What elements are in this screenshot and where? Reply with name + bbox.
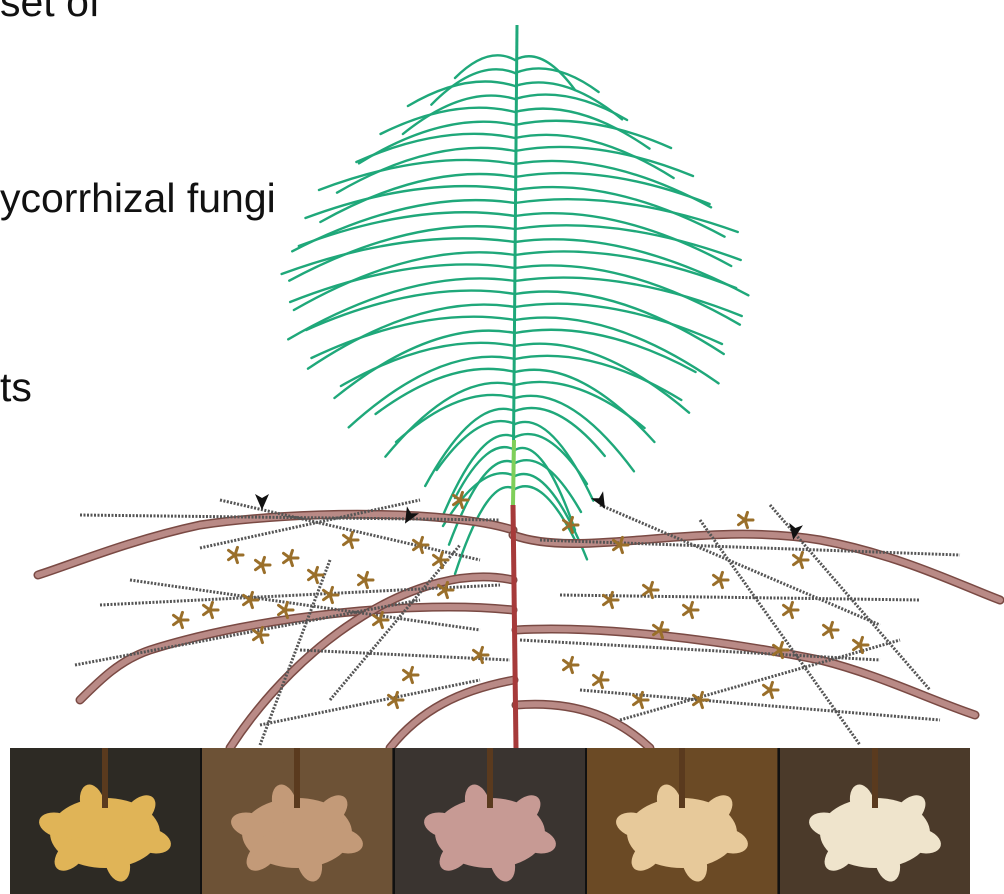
needle (282, 238, 515, 274)
photo-5 (780, 748, 970, 894)
mycorrhiza-cluster (564, 657, 578, 672)
needle (381, 108, 515, 134)
lateral-root (80, 607, 513, 700)
needle (408, 82, 515, 107)
needle (403, 96, 515, 134)
hypha (700, 520, 860, 745)
needle (515, 239, 748, 295)
mycorrhiza-cluster (256, 557, 270, 572)
needle (515, 344, 689, 413)
needle (515, 109, 649, 149)
mycorrhiza-cluster (784, 602, 798, 617)
mycorrhiza-cluster (739, 512, 753, 527)
seedling-foliage (282, 25, 749, 574)
needle (359, 122, 515, 164)
arrowhead (255, 494, 269, 510)
lateral-root (230, 577, 513, 748)
hypha (220, 500, 480, 560)
needle (311, 317, 515, 358)
stem (513, 25, 517, 505)
needle (515, 135, 674, 178)
pine-seedling-illustration (0, 0, 1004, 750)
mycorrhiza-cluster (244, 592, 258, 607)
needle (334, 331, 515, 398)
needle (437, 421, 515, 470)
mycorrhiza-cluster (684, 602, 698, 617)
needle (515, 95, 627, 120)
mycorrhiza-photo-strip (10, 748, 970, 894)
needle (515, 318, 719, 384)
lateral-root (516, 704, 650, 748)
root-tip-photo-5 (780, 748, 970, 894)
needle (341, 343, 515, 386)
photo-4 (587, 748, 777, 894)
mycorrhiza-cluster (594, 672, 608, 687)
photo-3 (395, 748, 585, 894)
mycorrhiza-cluster (634, 692, 648, 707)
mycorrhiza-cluster (284, 550, 298, 565)
root-tip-photo-4 (587, 748, 777, 894)
taproot (513, 505, 516, 748)
needle (431, 69, 515, 104)
needle (308, 305, 515, 369)
mycorrhizal-root-tips (174, 492, 868, 707)
hypha (540, 540, 960, 555)
lateral-root (390, 680, 514, 748)
root-tip-photo-1 (10, 748, 200, 894)
needle (515, 356, 681, 400)
needle (396, 395, 515, 442)
mycorrhiza-cluster (714, 572, 728, 587)
mycorrhiza-cluster (174, 612, 188, 627)
needle (515, 278, 742, 316)
needle (515, 370, 654, 442)
needle (515, 68, 599, 92)
needle (515, 225, 741, 260)
mycorrhiza-cluster (764, 682, 778, 697)
lateral-root (516, 629, 975, 715)
needle (349, 357, 515, 428)
photo-2 (202, 748, 392, 894)
needle (455, 55, 515, 78)
mycorrhiza-cluster (204, 602, 218, 617)
mycorrhiza-cluster (229, 547, 243, 562)
needle (515, 82, 622, 119)
mycorrhiza-cluster (404, 667, 418, 682)
photo-1 (10, 748, 200, 894)
mycorrhiza-cluster (374, 612, 388, 627)
needle (290, 264, 515, 302)
needle (515, 304, 722, 344)
needle (515, 382, 645, 428)
mycorrhiza-cluster (359, 572, 373, 587)
hypha (75, 600, 420, 665)
root-tip-photo-2 (202, 748, 392, 894)
stem-base (513, 440, 514, 505)
mycorrhiza-cluster (434, 552, 448, 567)
mycorrhiza-cluster (344, 532, 358, 547)
root-tip-photo-3 (395, 748, 585, 894)
mycorrhiza-cluster (794, 552, 808, 567)
mycorrhiza-cluster (824, 622, 838, 637)
